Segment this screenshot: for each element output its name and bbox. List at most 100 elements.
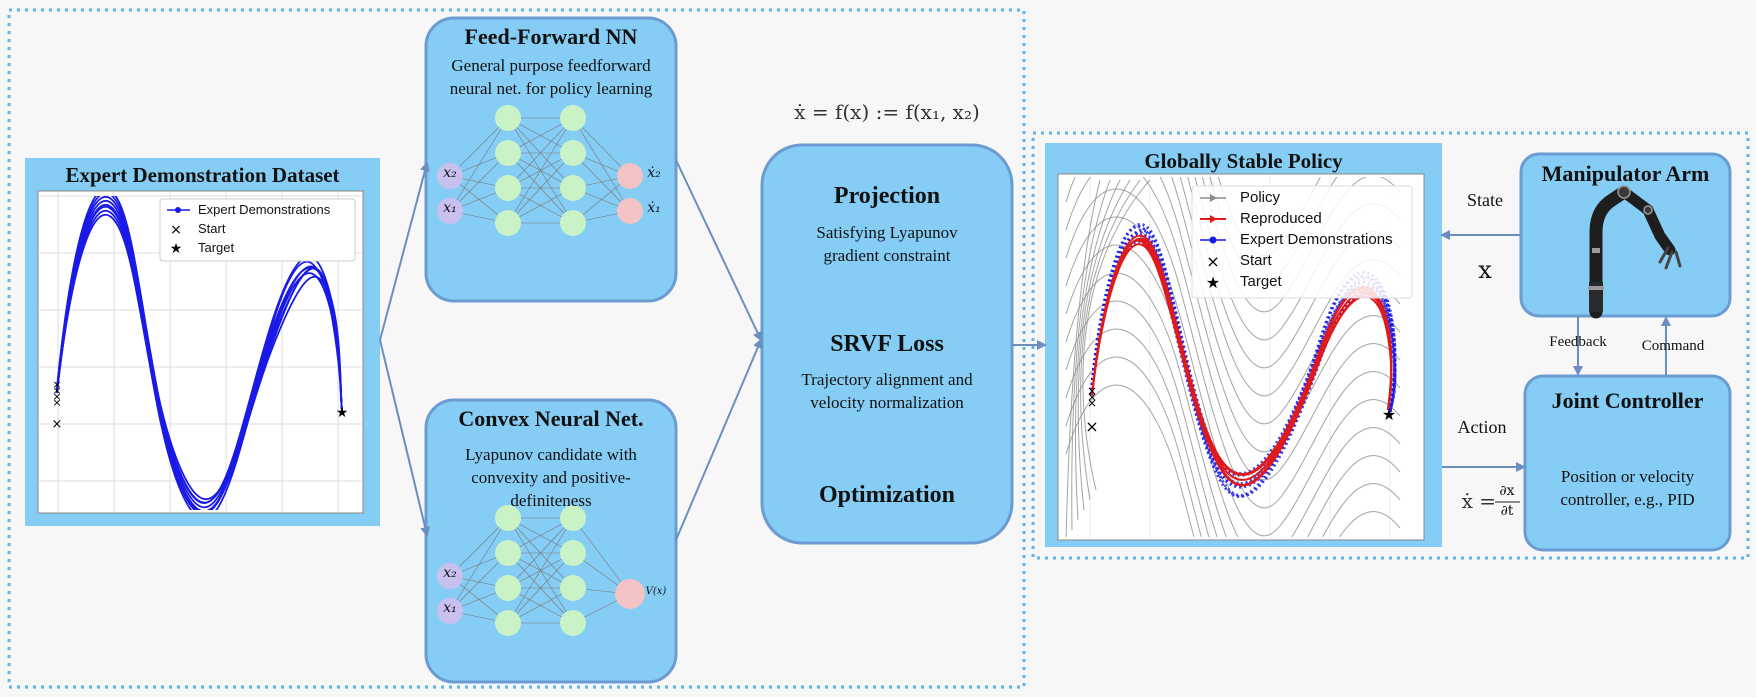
- policy-streamlines: [1065, 177, 1401, 537]
- ffnn-panel: [424, 16, 678, 303]
- policy-legend-box: [1191, 185, 1413, 299]
- hidden-node: [495, 540, 521, 566]
- start-marker: ×: [52, 390, 61, 403]
- start-marker: ×: [1085, 417, 1098, 436]
- reproduced-trajectory: [1091, 234, 1393, 476]
- hidden-node: [495, 610, 521, 636]
- policy-demo-dots: [1089, 223, 1397, 498]
- policy-legend-target-label: Target: [1240, 273, 1282, 290]
- reproduced-trajectory: [1091, 243, 1393, 487]
- robot-title: Manipulator Arm: [1541, 161, 1710, 186]
- target-marker: ★: [1382, 405, 1396, 424]
- right-group-dotted-border: [1031, 131, 1750, 560]
- feedback-label: Feedback: [1549, 334, 1607, 350]
- arrow-ffnn-to-optim: [675, 159, 763, 342]
- hidden-node: [560, 105, 586, 131]
- streamline: [1071, 179, 1111, 531]
- state-label: State: [1467, 190, 1503, 210]
- input-node: [437, 163, 463, 189]
- hidden-node: [560, 505, 586, 531]
- input-node: [437, 563, 463, 589]
- arrow-convex-to-optim: [675, 338, 763, 541]
- policy-reproduced-curves: [1091, 234, 1393, 487]
- policy-legend-start-marker: ×: [1206, 252, 1219, 271]
- projection-desc-line1: Satisfying Lyapunov: [816, 223, 958, 242]
- robot-arm-image: [1588, 185, 1682, 319]
- streamline: [1065, 177, 1401, 453]
- demo-trajectory: [56, 203, 343, 510]
- streamline: [1065, 177, 1401, 481]
- hidden-node: [560, 575, 586, 601]
- arrow-dataset-to-convex: [379, 339, 430, 537]
- demo-dots: [1089, 240, 1397, 498]
- srvf-title: SRVF Loss: [830, 331, 944, 357]
- input-node: [437, 198, 463, 224]
- srvf-desc-line2: velocity normalization: [810, 393, 964, 412]
- projection-desc-line2: gradient constraint: [823, 246, 951, 265]
- streamline: [1065, 300, 1401, 537]
- action-lhs: ẋ =: [1461, 489, 1496, 513]
- ffnn-title: Feed-Forward NN: [464, 24, 638, 49]
- dataset-demo-curves: [56, 196, 343, 510]
- action-frac-den: ∂t: [1500, 503, 1514, 519]
- ffnn-desc-line1: General purpose feedforward: [451, 56, 651, 75]
- convex-desc-line1: Lyapunov candidate with: [465, 445, 637, 464]
- policy-legend-policy-label: Policy: [1240, 189, 1281, 206]
- hidden-node: [495, 140, 521, 166]
- dataset-markers: ×××××★: [52, 378, 349, 432]
- ffnn-input-label-x2: x₂: [443, 165, 457, 181]
- ffnn-desc-line2: neural net. for policy learning: [449, 79, 653, 98]
- hidden-node: [495, 105, 521, 131]
- dataset-legend-target-label: Target: [198, 240, 235, 255]
- convex-network-graph: [437, 505, 645, 636]
- hidden-node: [560, 210, 586, 236]
- policy-legend-repro-arrow: [1210, 215, 1217, 223]
- policy-legend-policy-arrow: [1210, 194, 1217, 202]
- policy-title: Globally Stable Policy: [1144, 149, 1343, 173]
- robot-panel: [1519, 152, 1732, 318]
- hidden-node: [495, 210, 521, 236]
- hidden-node: [560, 610, 586, 636]
- convex-input-label-x1: x₁: [443, 600, 457, 616]
- convex-output-label: V(x): [645, 586, 667, 597]
- streamline: [1065, 384, 1195, 537]
- hidden-node: [495, 175, 521, 201]
- policy-legend-start-label: Start: [1240, 252, 1272, 269]
- controller-title: Joint Controller: [1551, 388, 1704, 413]
- state-symbol: x: [1478, 256, 1492, 284]
- start-marker: ×: [1087, 396, 1097, 410]
- dataset-legend-demo-dot: [175, 207, 181, 213]
- dataset-legend-target-marker: ★: [170, 241, 183, 257]
- srvf-desc-line1: Trajectory alignment and: [801, 370, 973, 389]
- policy-legend-target-marker: ★: [1206, 273, 1220, 292]
- input-node: [437, 598, 463, 624]
- policy-markers: ××××★: [1085, 384, 1396, 436]
- projection-title: Projection: [833, 183, 941, 209]
- ffnn-output-label-x1dot: ẋ₁: [647, 200, 661, 216]
- command-label: Command: [1641, 338, 1705, 354]
- action-frac-num: ∂x: [1499, 483, 1515, 499]
- controller-desc-line1: Position or velocity: [1560, 467, 1695, 486]
- output-node: [617, 198, 643, 224]
- hidden-node: [560, 175, 586, 201]
- demo-trajectory: [56, 213, 343, 510]
- convex-desc-line2: convexity and positive-: [471, 468, 631, 487]
- dataset-legend-start-label: Start: [198, 221, 226, 236]
- demo-dots: [1089, 237, 1397, 489]
- policy-legend-repro-label: Reproduced: [1240, 210, 1322, 227]
- streamline: [1065, 356, 1202, 537]
- dataset-legend-box: [159, 198, 356, 262]
- start-marker: ×: [52, 384, 61, 397]
- streamline: [1077, 179, 1131, 511]
- left-group-dotted-border: [7, 8, 1026, 689]
- hidden-node: [495, 505, 521, 531]
- output-node: [615, 579, 645, 609]
- ffnn-input-label-x1: x₁: [443, 200, 457, 216]
- hidden-node: [560, 540, 586, 566]
- start-marker: ×: [52, 378, 61, 391]
- start-marker: ×: [52, 417, 63, 432]
- demo-trajectory: [56, 196, 343, 504]
- demo-dots: [1089, 225, 1397, 486]
- arrow-dataset-to-ffnn: [379, 161, 430, 341]
